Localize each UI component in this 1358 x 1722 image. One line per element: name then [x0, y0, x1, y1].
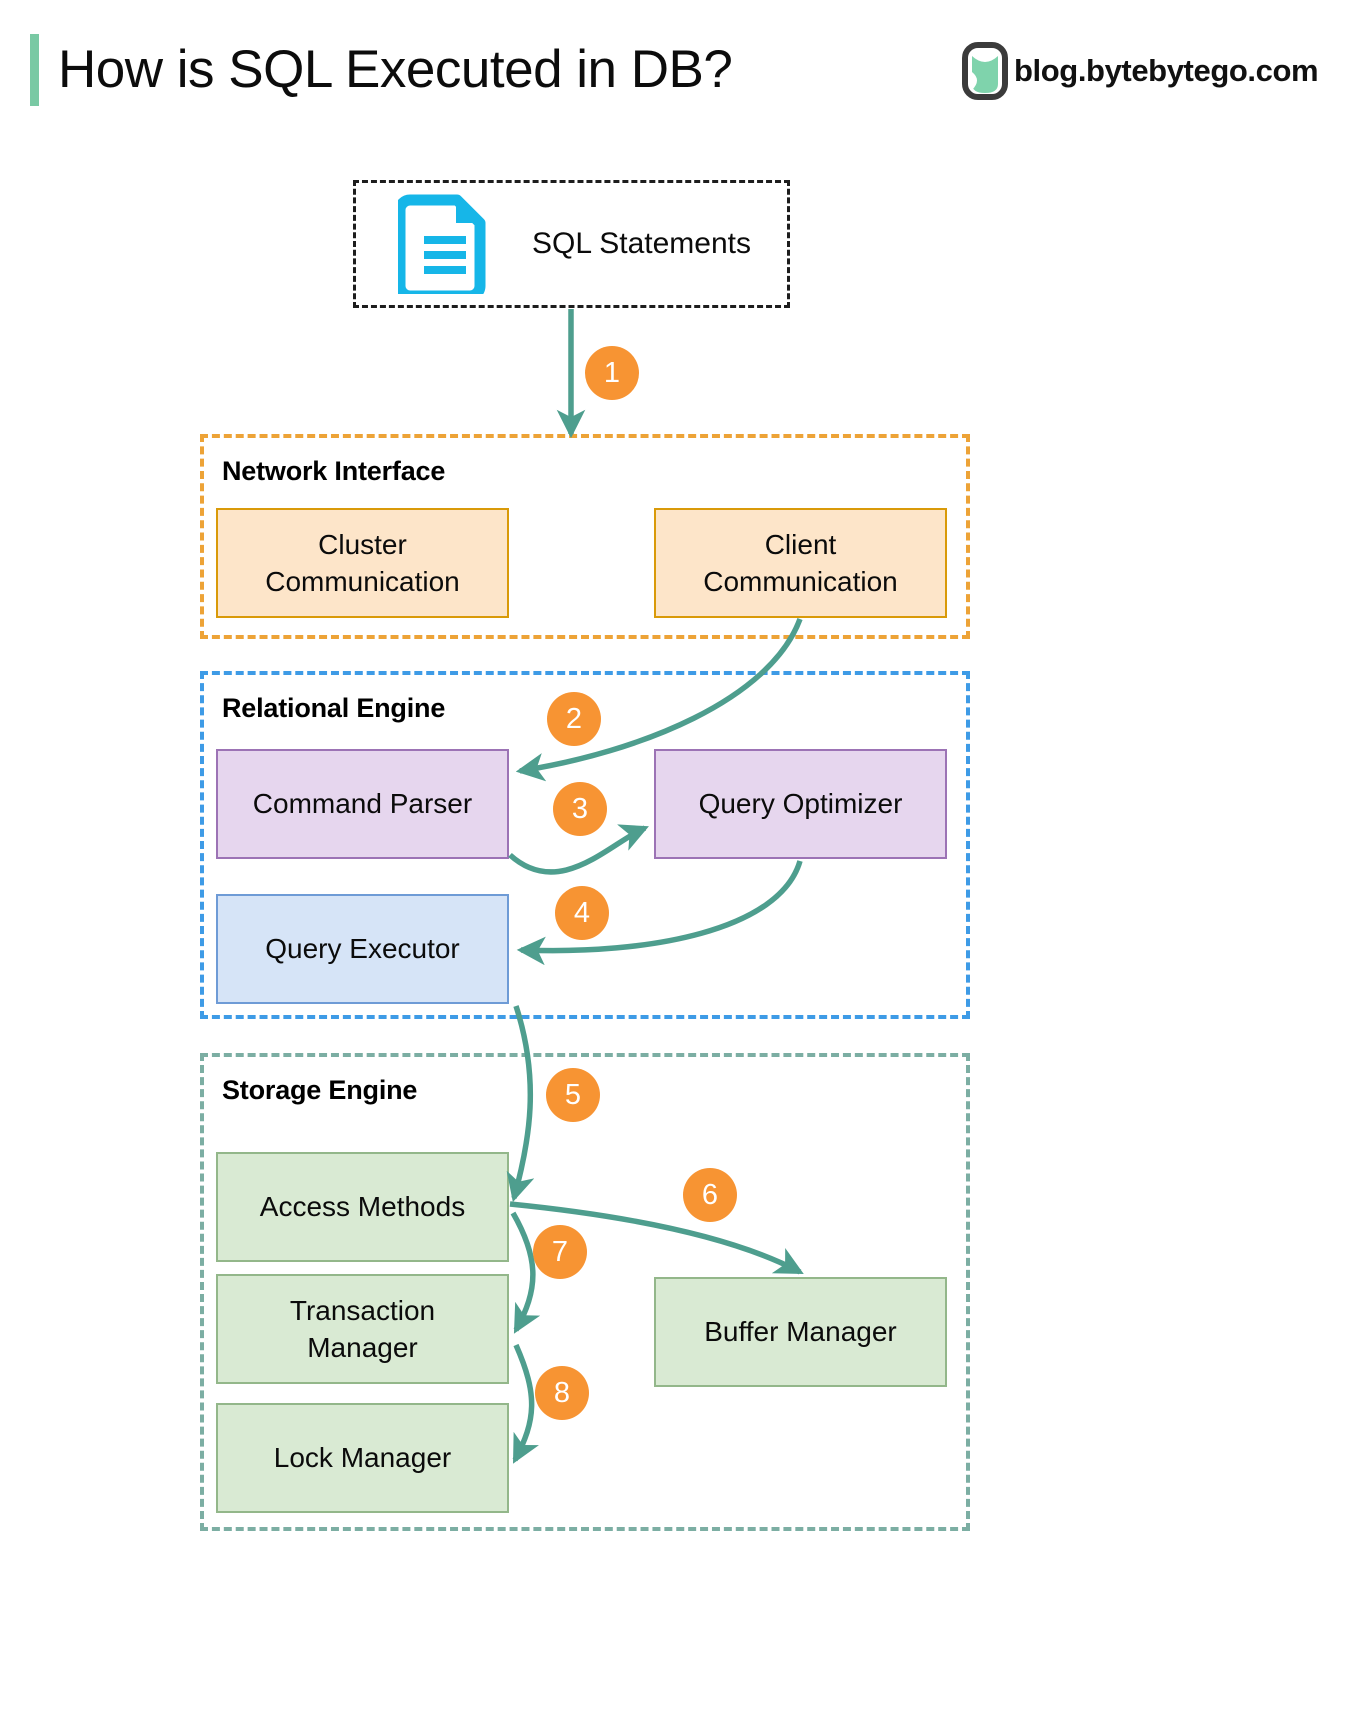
node-command-parser[interactable]: Command Parser [216, 749, 509, 859]
node-cluster-communication[interactable]: Cluster Communication [216, 508, 509, 618]
step-badge-6: 6 [683, 1168, 737, 1222]
step-badge-1: 1 [585, 346, 639, 400]
node-access-methods[interactable]: Access Methods [216, 1152, 509, 1262]
node-query-optimizer[interactable]: Query Optimizer [654, 749, 947, 859]
title-accent-bar [30, 34, 39, 106]
node-buffer-manager[interactable]: Buffer Manager [654, 1277, 947, 1387]
sql-statements-label: SQL Statements [532, 227, 751, 260]
bytebytego-leaf-logo-icon [962, 42, 1008, 100]
step-badge-8: 8 [535, 1366, 589, 1420]
zone-relational-engine-label: Relational Engine [222, 693, 446, 723]
zone-storage-engine: Storage Engine [200, 1053, 970, 1531]
zone-storage-engine-label: Storage Engine [222, 1075, 418, 1105]
page-title: How is SQL Executed in DB? [58, 40, 733, 99]
brand: blog.bytebytego.com [962, 42, 1319, 100]
brand-label: blog.bytebytego.com [1014, 53, 1319, 88]
step-badge-7: 7 [533, 1225, 587, 1279]
node-query-executor[interactable]: Query Executor [216, 894, 509, 1004]
zone-network-interface-label: Network Interface [222, 456, 446, 486]
step-badge-5: 5 [546, 1068, 600, 1122]
step-badge-3: 3 [553, 782, 607, 836]
step-badge-2: 2 [547, 692, 601, 746]
document-icon [398, 194, 486, 294]
node-client-communication[interactable]: Client Communication [654, 508, 947, 618]
step-badge-4: 4 [555, 886, 609, 940]
node-transaction-manager[interactable]: Transaction Manager [216, 1274, 509, 1384]
node-lock-manager[interactable]: Lock Manager [216, 1403, 509, 1513]
sql-statements-card: SQL Statements [353, 180, 790, 308]
